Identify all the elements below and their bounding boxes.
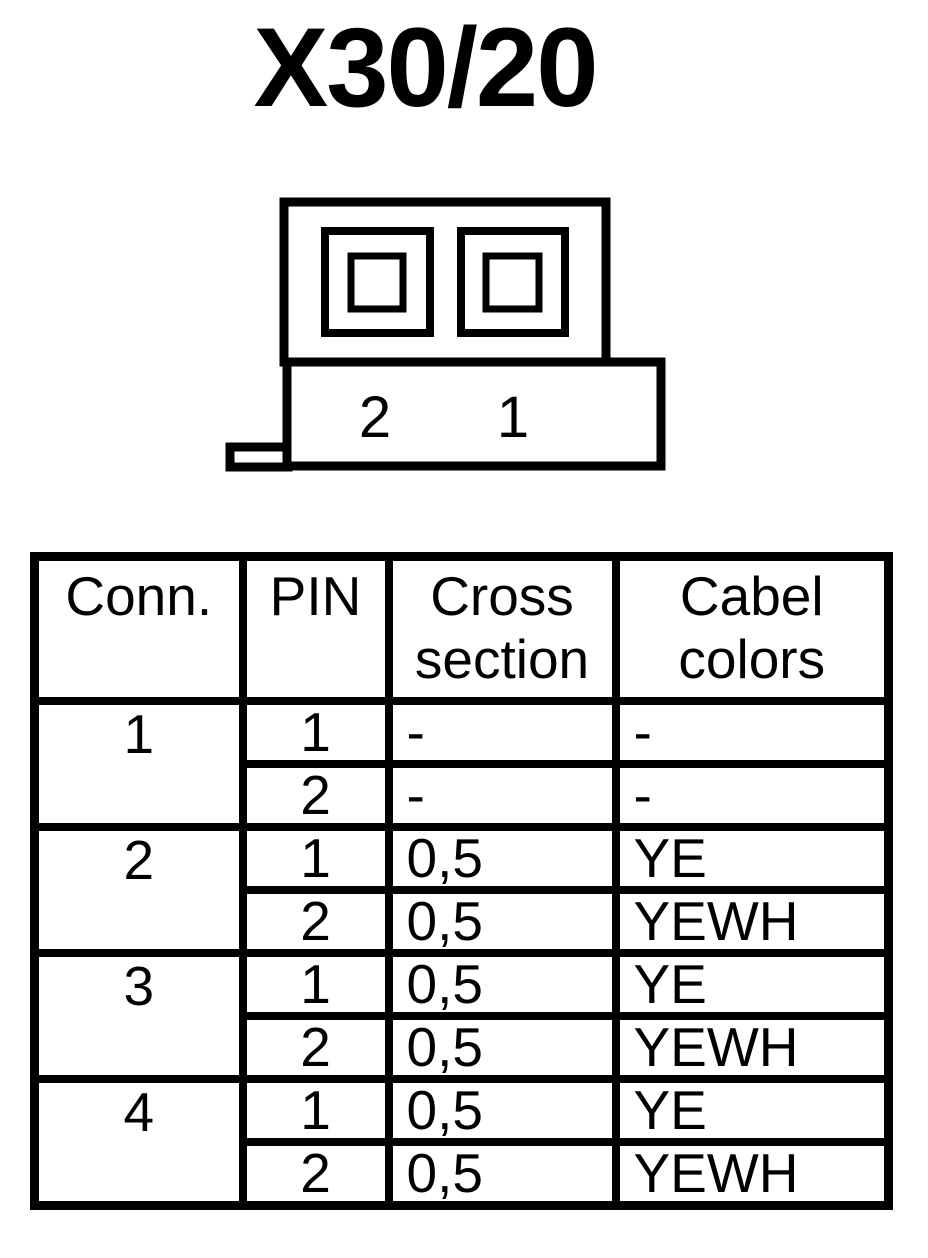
header-row: Conn. PIN Cross section Cabel colors [30,552,893,705]
pin-1-cavity-inner [482,252,543,313]
table-row: 2 0,5 YEWH [35,1012,893,1083]
table-row: 2 1 0,5 YE [30,823,893,957]
cable-color-cell: YE [611,1075,893,1146]
col-header-pin: PIN [238,552,393,705]
cross-section-cell: 0,5 [384,949,620,1020]
table-row: 1 1 - - [30,697,893,831]
conn-cell: 3 [30,949,247,1083]
conn-cell: 4 [30,1075,247,1210]
cross-section-cell: 0,5 [384,1012,620,1083]
cable-color-cell: YE [611,949,893,1020]
cross-section-cell: - [384,760,620,831]
cable-color-cell: YEWH [611,886,893,957]
pin-2-cavity-inner [347,252,407,313]
table-row: 2 - - [35,760,893,831]
cable-color-cell: - [611,760,893,831]
table-row: 2 0,5 YEWH [35,1138,893,1210]
pin-cell: 1 [238,823,393,894]
cable-color-cell: YEWH [611,1138,893,1210]
pin-cell: 2 [238,1012,393,1083]
pin-cell: 1 [238,697,393,768]
cross-section-cell: 0,5 [384,1075,620,1146]
table-row: 4 1 0,5 YE [30,1075,893,1210]
cable-color-cell: - [611,697,893,768]
cross-section-cell: 0,5 [384,1138,620,1210]
table-row: 2 0,5 YEWH [35,886,893,957]
conn-cell: 2 [30,823,247,957]
pin-cell: 1 [238,1075,393,1146]
pin-1-label: 1 [497,385,529,450]
table-row: 3 1 0,5 YE [30,949,893,1083]
cross-section-cell: 0,5 [384,823,620,894]
pin-cell: 2 [238,1138,393,1210]
conn-cell: 1 [30,697,247,831]
pin-cell: 1 [238,949,393,1020]
col-header-cross-section: Cross section [384,552,620,705]
pin-2-label: 2 [359,385,391,450]
cross-section-cell: 0,5 [384,886,620,957]
pin-cell: 2 [238,886,393,957]
connector-diagram: 2 1 [225,197,666,472]
pin-assignment-table: Conn. PIN Cross section Cabel colors 1 1… [30,552,893,1210]
col-header-conn: Conn. [30,552,247,705]
page-title: X30/20 [253,5,599,130]
cable-color-cell: YEWH [611,1012,893,1083]
cable-color-cell: YE [611,823,893,894]
col-header-cable-colors: Cabel colors [611,552,893,705]
pin-cell: 2 [238,760,393,831]
mounting-tab [225,442,293,472]
cross-section-cell: - [384,697,620,768]
connector-base [282,357,666,471]
